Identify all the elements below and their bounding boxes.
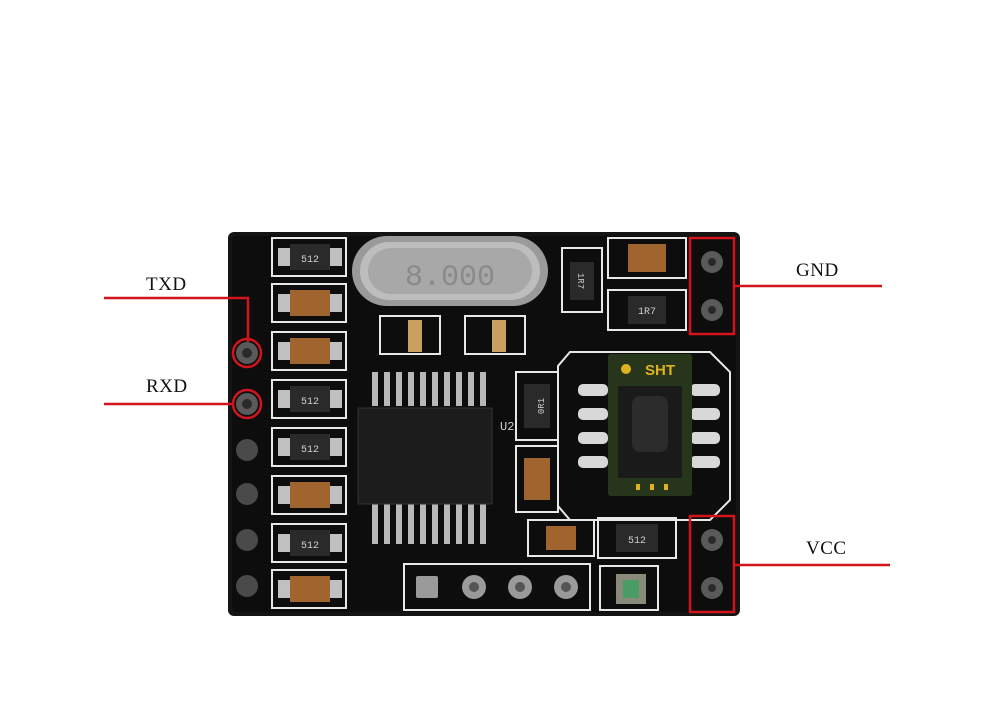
resistor-marking-2: 512 [301, 397, 319, 408]
crystal-marking: 8.000 [405, 261, 495, 295]
resistor-marking-tr1: 1R7 [575, 273, 585, 289]
vcc-label: VCC [806, 538, 847, 559]
resistor-marking-mid: 0R1 [537, 398, 547, 414]
resistor-marking-br: 512 [628, 536, 646, 547]
crystal-pads [379, 315, 526, 355]
txd-label: TXD [146, 274, 187, 295]
sensor-marking: SHT [645, 362, 675, 379]
resistor-marking-tr2: 1R7 [638, 307, 656, 318]
led-area: 512 [597, 517, 677, 611]
sht-sensor: SHT [557, 351, 731, 521]
rxd-label: RXD [146, 376, 188, 397]
gnd-label: GND [796, 260, 839, 281]
resistor-marking-1: 512 [301, 255, 319, 266]
callout-rxd [104, 388, 263, 420]
resistor-marking-4: 512 [301, 541, 319, 552]
bottom-header-pads [403, 563, 591, 611]
middle-components: 0R1 [515, 371, 595, 557]
top-right-components: 1R7 1R7 [561, 237, 687, 331]
left-header-pads [236, 342, 258, 597]
left-smd-column: 512 512 512 512 [271, 237, 347, 609]
resistor-marking-3: 512 [301, 445, 319, 456]
main-ic: U2 [357, 372, 514, 544]
ic-reference: U2 [500, 420, 514, 434]
right-header-pads [701, 251, 723, 599]
callout-vcc [688, 514, 890, 614]
callout-gnd [688, 236, 882, 336]
callout-txd [104, 296, 263, 369]
crystal-oscillator: 8.000 [352, 236, 548, 306]
